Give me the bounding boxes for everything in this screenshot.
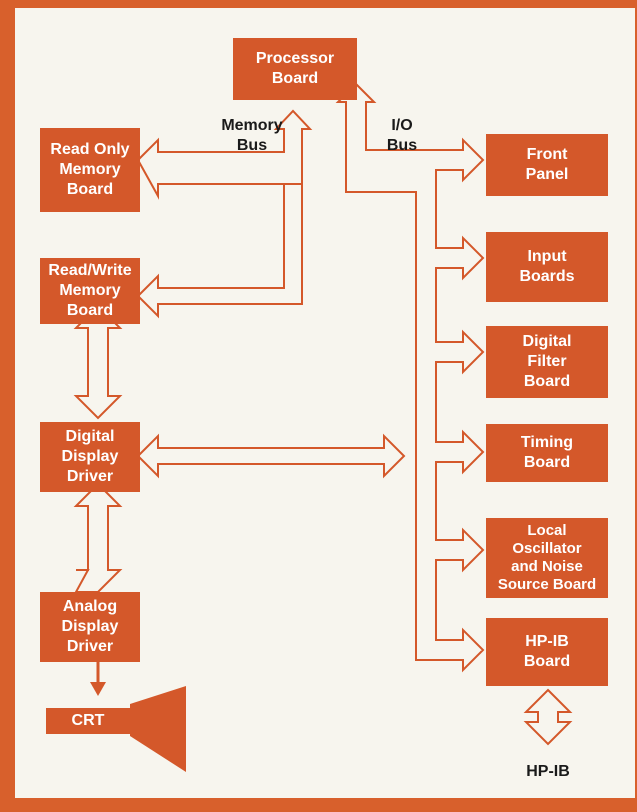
digital-filter-board: Digital Filter Board bbox=[486, 326, 608, 398]
hp-ib-port-label: HP-IB bbox=[526, 763, 570, 780]
hpib-port-bus-arrow bbox=[523, 688, 573, 746]
memory-bus-arrow-rom bbox=[136, 109, 313, 200]
hp-ib-board: HP-IB Board bbox=[486, 618, 608, 686]
io-bus-arrow bbox=[335, 82, 485, 673]
analog-display-driver: Analog Display Driver bbox=[40, 592, 140, 662]
processor-board: Processor Board bbox=[233, 38, 357, 100]
display-analog-bus-arrow bbox=[73, 482, 123, 593]
read-write-memory-board: Read/Write Memory Board bbox=[40, 258, 140, 324]
input-boards: Input Boards bbox=[486, 232, 608, 302]
analog-crt-arrowhead bbox=[90, 682, 106, 696]
ram-display-bus-arrow bbox=[73, 304, 123, 420]
crt-block: CRT bbox=[46, 708, 130, 734]
front-panel-board: Front Panel bbox=[486, 134, 608, 196]
memory-bus-arrow-ram bbox=[136, 183, 303, 319]
display-io-bus-arrow bbox=[136, 433, 406, 479]
memory-bus-label: Memory Bus bbox=[221, 117, 283, 154]
io-bus-label: I/O Bus bbox=[386, 117, 418, 154]
digital-display-driver: Digital Display Driver bbox=[40, 422, 140, 492]
local-oscillator-noise-source-board: Local Oscillator and Noise Source Board bbox=[486, 518, 608, 598]
read-only-memory-board: Read Only Memory Board bbox=[40, 128, 140, 212]
crt-screen-shape bbox=[130, 686, 186, 772]
timing-board: Timing Board bbox=[486, 424, 608, 482]
